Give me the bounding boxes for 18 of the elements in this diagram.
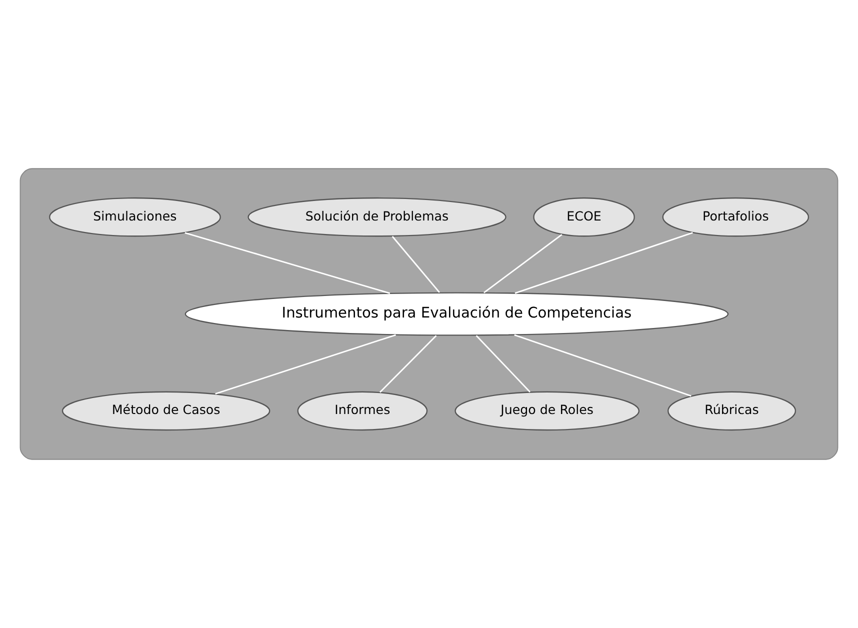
node-ellipse: Solución de Problemas <box>248 197 506 237</box>
node-ellipse: Juego de Roles <box>454 391 640 431</box>
node-ellipse: ECOE <box>533 197 635 237</box>
node-ellipse: Rúbricas <box>668 391 796 431</box>
node-ellipse: Simulaciones <box>48 197 221 237</box>
node-ellipse: Método de Casos <box>62 391 270 431</box>
connector <box>379 335 437 393</box>
node-ellipse: Informes <box>297 391 428 431</box>
node-ellipse: Portafolios <box>662 197 810 237</box>
node-ellipse: Instrumentos para Evaluación de Competencias <box>184 292 729 336</box>
connector <box>514 334 692 397</box>
connector <box>184 232 390 294</box>
connector <box>514 232 693 294</box>
connector <box>484 234 562 294</box>
connector <box>476 335 530 392</box>
cluster <box>20 168 838 460</box>
connector <box>392 236 440 293</box>
connector <box>215 334 396 395</box>
